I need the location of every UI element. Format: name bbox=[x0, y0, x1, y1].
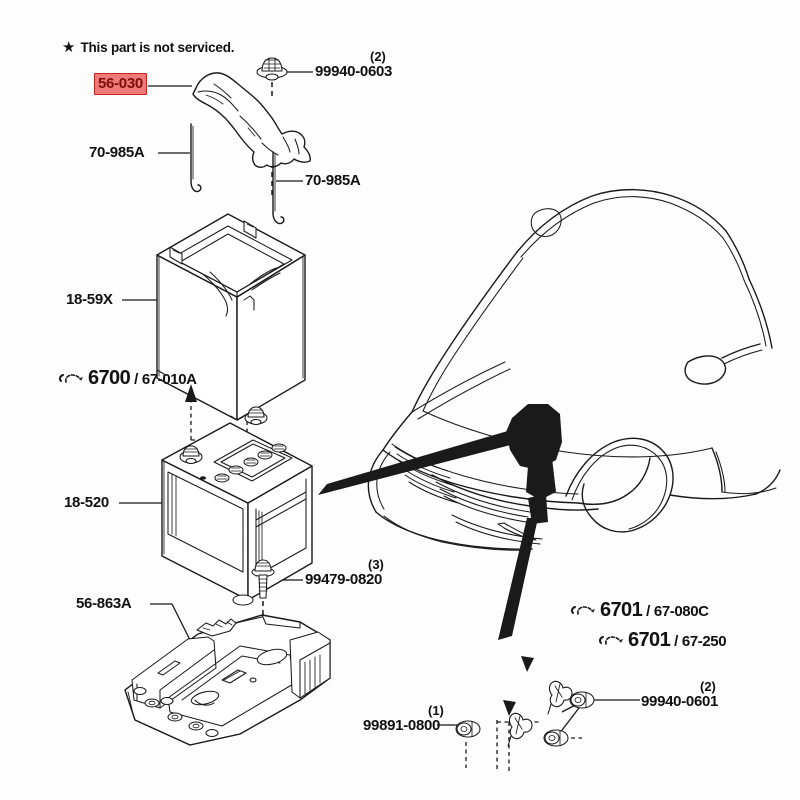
battery-tray-56-863A-part bbox=[124, 614, 331, 746]
nut-99891-0800-part bbox=[455, 720, 481, 738]
pointer-wedge-upper bbox=[318, 420, 545, 495]
hook-rod-right-part bbox=[272, 151, 285, 225]
callout-6700-subcode: 67-010A bbox=[141, 371, 197, 388]
callout-70-985A-right[interactable]: 70-985A bbox=[305, 172, 361, 189]
callout-99940-0601-qty: (2) bbox=[700, 679, 716, 694]
clamp-oval-icon bbox=[598, 634, 624, 648]
callout-99891-0800-label[interactable]: 99891-0800 bbox=[363, 717, 441, 734]
harness-clip-cluster bbox=[503, 656, 595, 747]
battery-18-520-part bbox=[161, 406, 313, 606]
bolt-99479-0820-part bbox=[251, 559, 275, 599]
callout-6700-code: 6700 bbox=[88, 367, 131, 389]
harness-clip-upper bbox=[547, 680, 573, 715]
hold-down-clamp-part bbox=[192, 72, 311, 168]
pointer-wedges bbox=[318, 420, 545, 640]
callout-6701-250-separator: / bbox=[674, 633, 678, 650]
callout-56-863A[interactable]: 56-863A bbox=[76, 595, 132, 612]
battery-terminal-positive bbox=[244, 406, 268, 426]
hook-rod-left-part bbox=[190, 123, 202, 193]
callout-18-59X[interactable]: 18-59X bbox=[66, 291, 113, 308]
washer-nut-upper bbox=[569, 691, 595, 709]
battery-location-highlight bbox=[506, 404, 562, 524]
star-icon: ★ bbox=[62, 39, 76, 56]
callout-6701-250-code: 6701 bbox=[628, 629, 671, 651]
callout-18-520[interactable]: 18-520 bbox=[64, 494, 109, 511]
callout-harness-6701-250[interactable]: 6701 / 67-250 bbox=[598, 629, 727, 651]
clamp-oval-icon bbox=[58, 372, 84, 386]
callout-6701-080C-subcode: 67-080C bbox=[653, 603, 709, 620]
callout-99940-0603-qty: (2) bbox=[370, 49, 386, 64]
callout-99479-0820-label[interactable]: 99479-0820 bbox=[305, 571, 383, 588]
battery-vent-caps bbox=[214, 443, 287, 483]
callout-battery-group-6700[interactable]: 6700 / 67-010A bbox=[58, 368, 197, 388]
callout-56-030[interactable]: 56-030 bbox=[94, 73, 147, 95]
callout-99940-0603-label[interactable]: 99940-0603 bbox=[315, 63, 393, 80]
callout-6701-080C-code: 6701 bbox=[600, 599, 643, 621]
tray-bolt-bosses bbox=[133, 686, 219, 738]
callout-99891-0800-qty: (1) bbox=[428, 703, 444, 718]
washer-nut-lower bbox=[543, 729, 569, 747]
callout-56-030-label[interactable]: 56-030 bbox=[94, 73, 147, 95]
battery-cover-18-59X-part bbox=[156, 213, 306, 421]
callout-6701-080C-separator: / bbox=[646, 603, 650, 620]
service-note: ★ This part is not serviced. bbox=[62, 39, 235, 56]
vehicle-illustration bbox=[367, 188, 781, 551]
service-note-text: This part is not serviced. bbox=[80, 39, 235, 55]
nut-99940-0603-part bbox=[256, 57, 288, 81]
battery-terminal-negative bbox=[179, 445, 203, 465]
callout-99479-0820-qty: (3) bbox=[368, 557, 384, 572]
harness-clip-lower bbox=[507, 712, 533, 747]
callout-99940-0601-label[interactable]: 99940-0601 bbox=[641, 693, 719, 710]
callout-harness-6701-080C[interactable]: 6701 / 67-080C bbox=[570, 600, 709, 620]
callout-70-985A-left[interactable]: 70-985A bbox=[89, 144, 145, 161]
callout-6701-250-subcode: 67-250 bbox=[681, 633, 727, 650]
clamp-oval-icon bbox=[570, 604, 596, 618]
callout-6700-separator: / bbox=[134, 371, 138, 388]
